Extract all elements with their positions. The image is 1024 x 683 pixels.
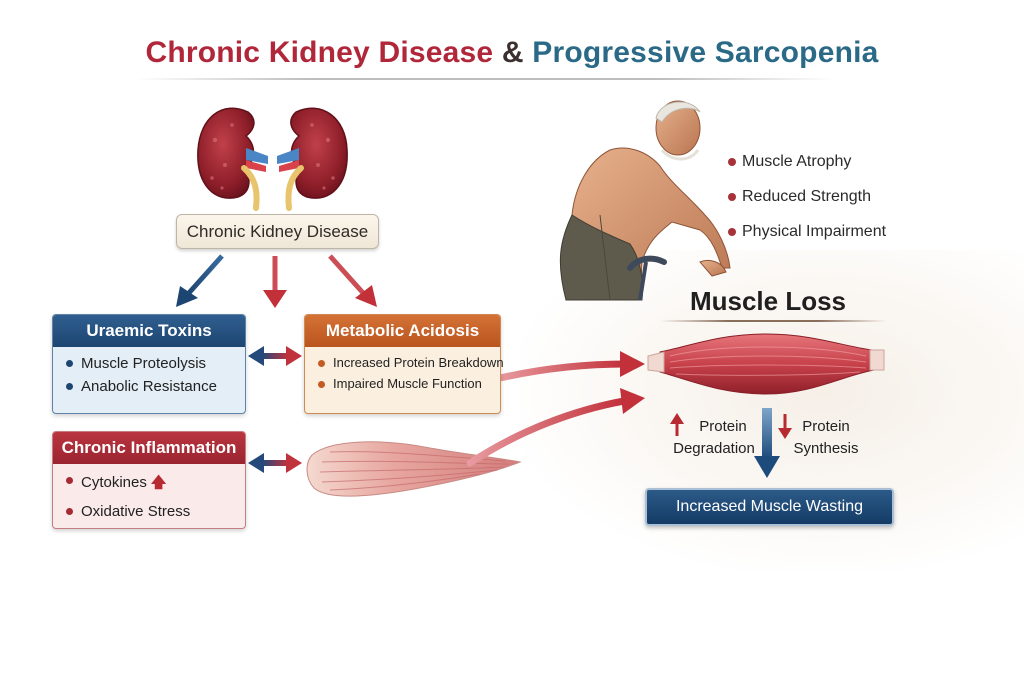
muscle-fiber-icon <box>306 441 522 497</box>
title-ampersand: & <box>501 36 524 69</box>
uraemic-toxins-box: Uraemic Toxins Muscle Proteolysis Anabol… <box>52 314 246 414</box>
metabolic-acidosis-title: Metabolic Acidosis <box>305 315 500 347</box>
uraemic-toxins-title: Uraemic Toxins <box>53 315 245 347</box>
metabolic-acidosis-box: Metabolic Acidosis Increased Protein Bre… <box>304 314 504 414</box>
muscle-icon <box>647 333 885 395</box>
effects-list: Muscle Atrophy Reduced Strength Physical… <box>728 150 886 255</box>
increased-muscle-wasting-box: Increased Muscle Wasting <box>645 488 894 526</box>
protein-synthesis-line2: Synthesis <box>793 440 859 457</box>
uraemic-item: Anabolic Resistance <box>65 378 245 395</box>
elderly-man-illustration <box>559 100 731 301</box>
inflammation-item: Oxidative Stress <box>65 503 245 520</box>
down-arrow-icon <box>778 414 792 439</box>
ckd-label: Chronic Kidney Disease <box>176 214 379 249</box>
title-part-ckd: Chronic Kidney Disease <box>145 36 494 69</box>
effect-item: Physical Impairment <box>728 220 886 255</box>
arrow-ckd-to-center <box>263 256 287 308</box>
arrow-fiber-to-muscle <box>466 388 645 467</box>
arrow-muscle-to-wasting <box>754 408 780 478</box>
acidosis-item: Impaired Muscle Function <box>317 376 500 391</box>
protein-degradation-label: Protein Degradation <box>664 416 764 460</box>
effect-item: Reduced Strength <box>728 185 886 220</box>
uraemic-item: Muscle Proteolysis <box>65 355 245 372</box>
acidosis-item: Increased Protein Breakdown <box>317 355 504 370</box>
double-arrow-uraemic-acidosis <box>248 346 302 366</box>
muscle-loss-title: Muscle Loss <box>689 286 847 316</box>
arrow-acidosis-to-muscle <box>496 351 645 382</box>
arrow-ckd-to-acidosis <box>328 254 377 307</box>
up-arrow-icon <box>670 413 684 436</box>
page-title: Chronic Kidney Disease & Progressive Sar… <box>0 36 1024 70</box>
protein-synthesis-label: Protein Synthesis <box>786 416 866 460</box>
chronic-inflammation-title: Chronic Inflammation <box>53 432 245 464</box>
effect-item: Muscle Atrophy <box>728 150 886 185</box>
inflammation-item-text: Cytokines <box>81 474 147 491</box>
up-arrow-icon: 🡅 <box>150 474 167 491</box>
title-part-sarcopenia: Progressive Sarcopenia <box>532 36 879 69</box>
protein-degradation-line1: Protein <box>699 418 747 435</box>
chronic-inflammation-box: Chronic Inflammation Cytokines🡅 Oxidativ… <box>52 431 246 529</box>
inflammation-item: Cytokines🡅 <box>65 472 245 497</box>
protein-degradation-line2: Degradation <box>673 440 755 457</box>
title-divider <box>135 78 835 80</box>
arrow-ckd-to-uraemic <box>176 254 224 307</box>
protein-synthesis-line1: Protein <box>802 418 850 435</box>
double-arrow-inflammation-fiber <box>248 453 302 473</box>
muscle-loss-divider <box>660 320 886 322</box>
kidney-icon <box>197 107 348 211</box>
